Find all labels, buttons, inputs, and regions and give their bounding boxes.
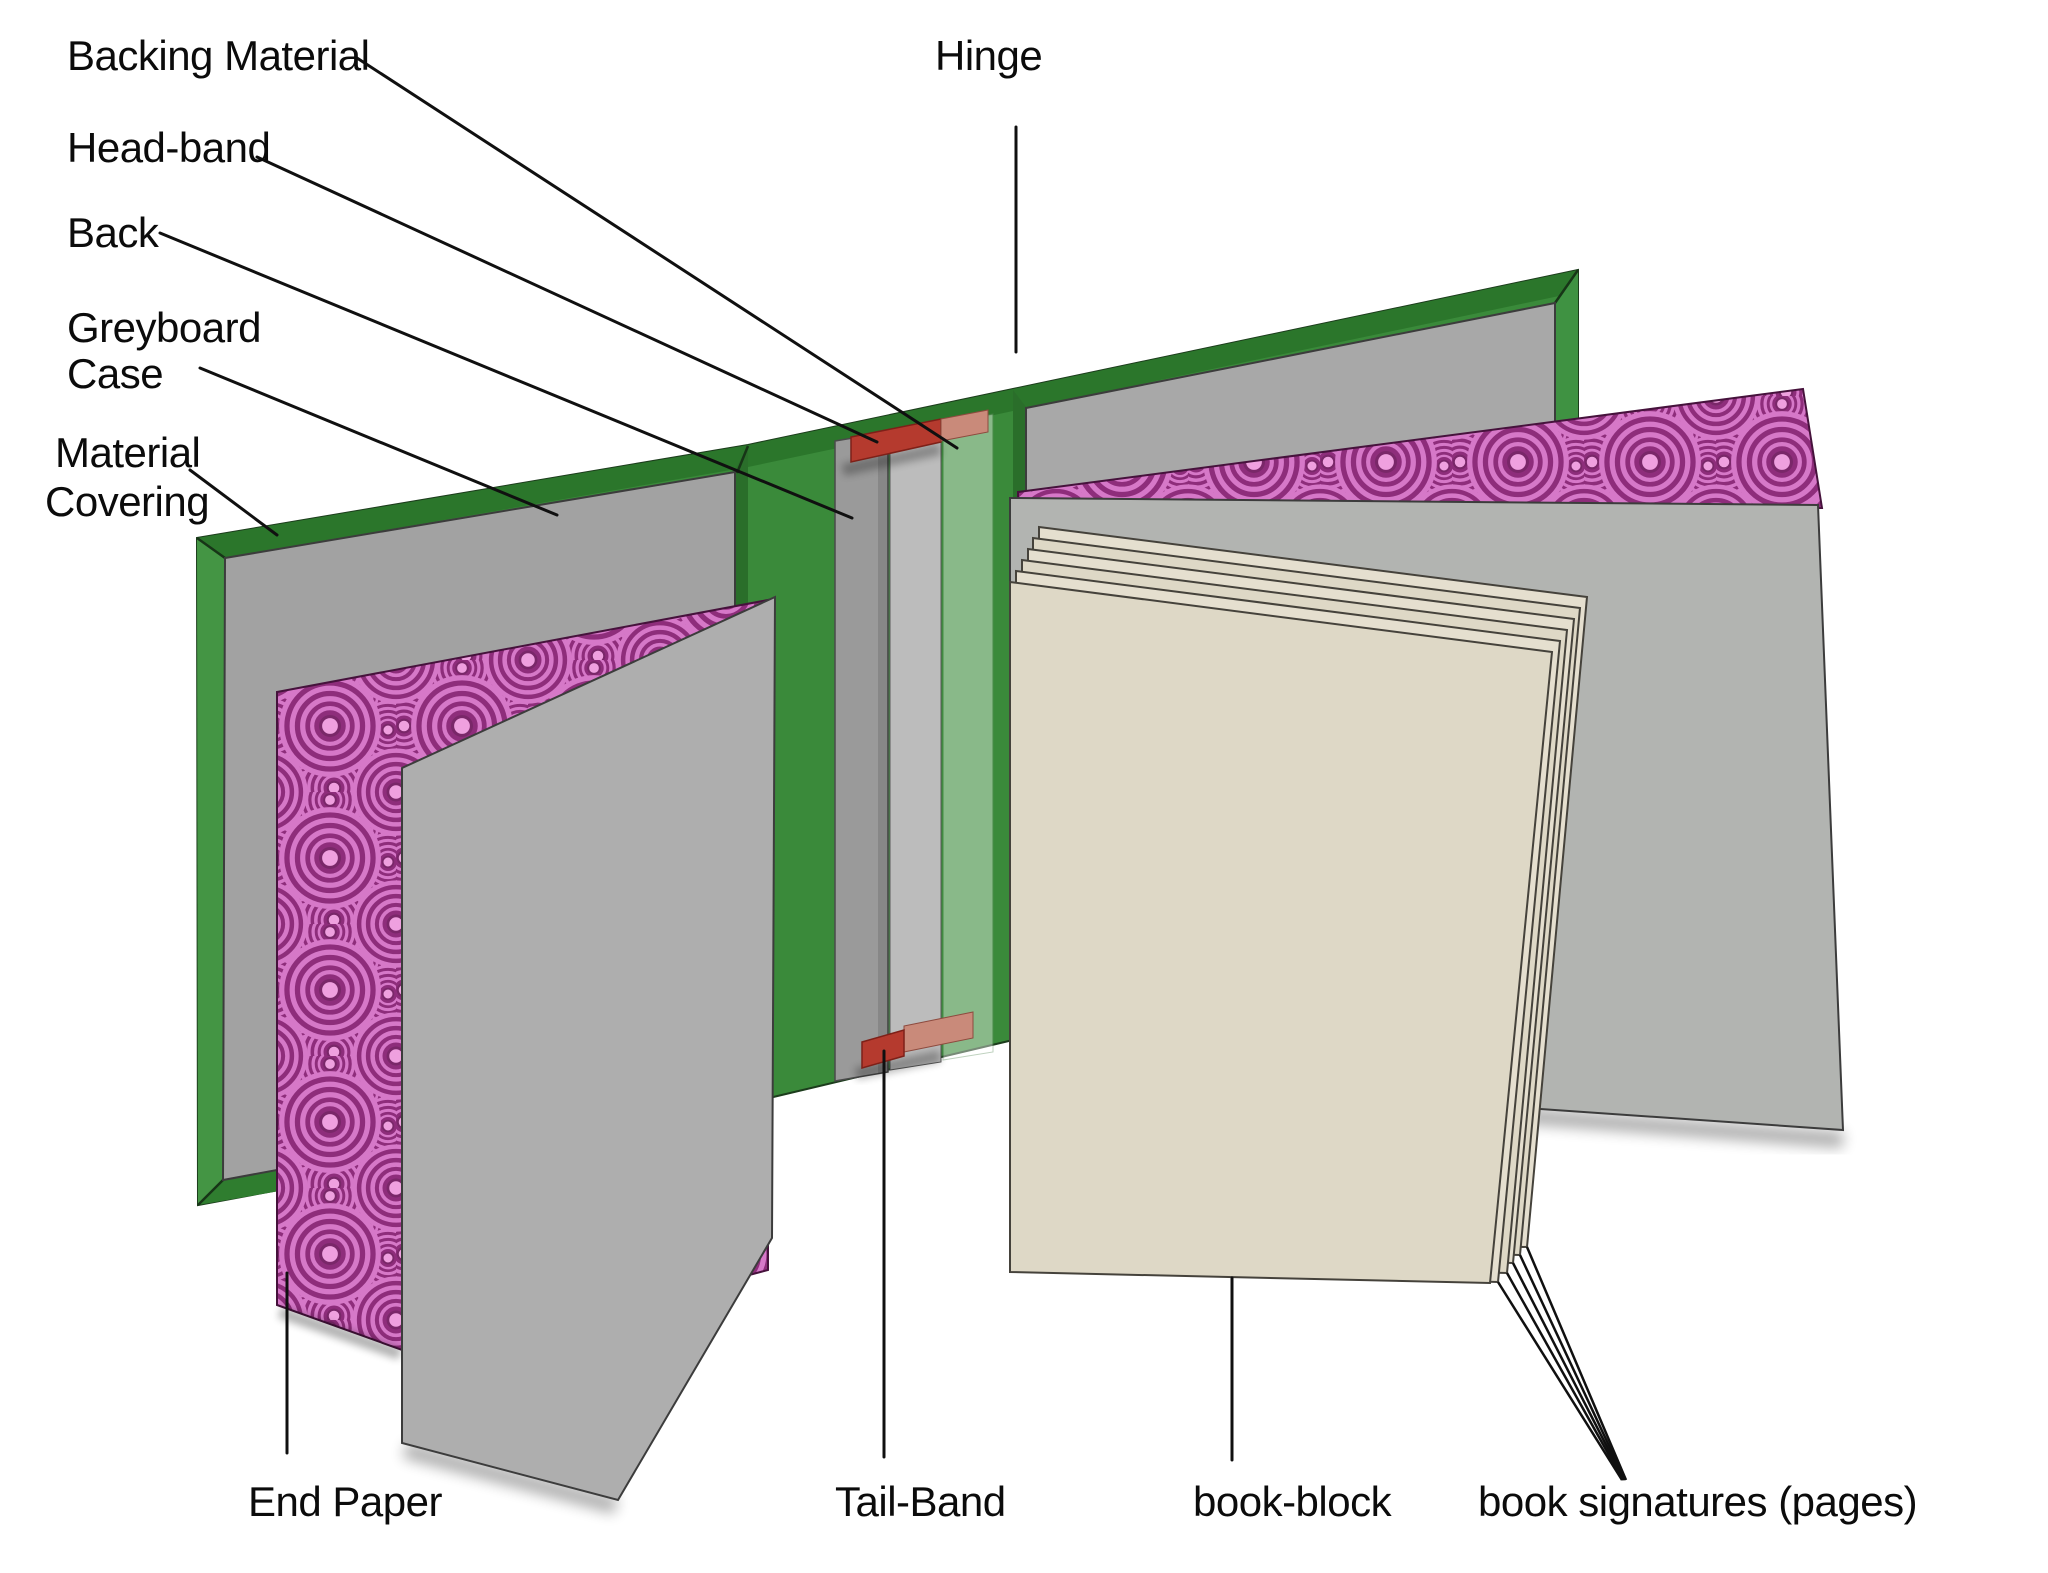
back-strip-edge-shade [878, 432, 888, 1074]
label-end-paper: End Paper [248, 1478, 442, 1525]
signature-sheet-front [1009, 580, 1554, 1285]
corner-mitre-top-right [1553, 269, 1580, 304]
spine-liner-strip [889, 422, 942, 1071]
left-leaf-shadow [402, 1442, 619, 1514]
leader-material-covering [188, 468, 279, 537]
book-block-stack [1009, 525, 1589, 1285]
leader-head-band [255, 155, 879, 444]
left-fold-notch [735, 445, 750, 474]
label-greyboard: Greyboard [67, 304, 261, 351]
corner-mitre-bottom-left [197, 1179, 224, 1206]
backing-material-strip [942, 413, 994, 1061]
label-tail-band: Tail-Band [835, 1478, 1006, 1525]
label-head-band: Head-band [67, 124, 270, 171]
case-top-turn-in [197, 270, 1578, 558]
leader-lines [158, 56, 1234, 1462]
left-fly-leaf [401, 595, 777, 1502]
label-greyboard-case: Case [67, 350, 163, 397]
label-book-block: book-block [1193, 1478, 1393, 1525]
head-band [850, 418, 942, 463]
label-covering: Covering [45, 478, 209, 525]
label-backing-material: Backing Material [67, 32, 369, 79]
case-left-turn-in [197, 538, 225, 1205]
labels: Backing Material Head-band Back Greyboar… [45, 32, 1918, 1525]
signature-fan-lines [1496, 1246, 1628, 1481]
label-hinge: Hinge [935, 32, 1042, 79]
leader-greyboard-case [198, 366, 559, 517]
tail-band [861, 1029, 905, 1069]
right-leaf-shadow [1525, 1108, 1844, 1148]
label-back: Back [67, 209, 160, 256]
case-right-turn-in [1555, 270, 1578, 460]
corner-mitre-top-left [196, 536, 226, 560]
tail-band-shadow [854, 1050, 942, 1080]
label-book-signatures: book signatures (pages) [1478, 1478, 1917, 1525]
label-material: Material [55, 429, 200, 476]
spine-assembly [834, 409, 994, 1082]
leader-back [158, 231, 854, 520]
left-end-paper-shadow [278, 1306, 402, 1360]
head-band-under-mull [940, 409, 989, 442]
head-band-shadow [841, 443, 942, 476]
leader-backing-material [355, 56, 959, 450]
